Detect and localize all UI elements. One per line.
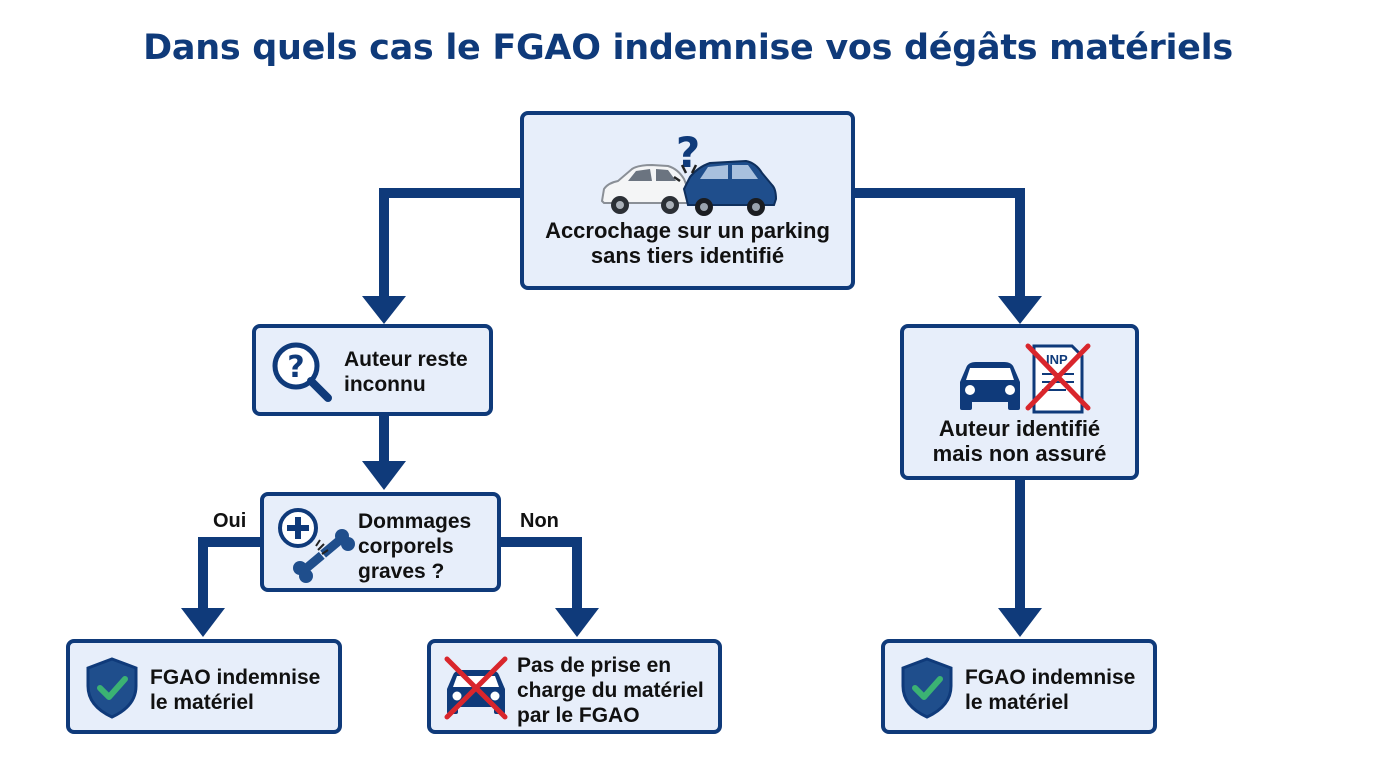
fgao-left-line-2: le matériel [150, 691, 254, 714]
arrowhead-unknown [362, 296, 406, 324]
magnifier-question-icon: ? [272, 342, 332, 402]
connector-root-unknown [379, 188, 522, 300]
connector-bodily-yes [198, 537, 262, 612]
svg-text:?: ? [676, 128, 700, 177]
root-line-2: sans tiers identifié [590, 243, 785, 268]
crossed-car-icon [444, 656, 508, 720]
identified-line-1: Auteur identifié [938, 416, 1101, 441]
no-cover-line-2: charge du matériel [517, 679, 704, 702]
unknown-line-2: inconnu [344, 373, 426, 396]
node-fgao-pays-left: FGAO indemnise le matériel [66, 639, 342, 734]
root-line-1: Accrochage sur un parking [545, 218, 830, 243]
node-serious-bodily-damage: Dommages corporels graves ? [260, 492, 501, 592]
fgao-left-line-1: FGAO indemnise [150, 666, 321, 689]
connector-root-identified [853, 188, 1025, 300]
arrowhead-fgao-right [998, 608, 1042, 637]
arrowhead-bodily [362, 461, 406, 490]
arrowhead-identified [998, 296, 1042, 324]
fgao-right-line-2: le matériel [965, 691, 1069, 714]
node-no-coverage: Pas de prise en charge du matériel par l… [427, 639, 722, 734]
unknown-line-1: Auteur reste [344, 348, 468, 371]
branch-label-yes: Oui [213, 510, 247, 532]
arrowhead-no [555, 608, 599, 637]
shield-check-icon [86, 657, 138, 719]
doc-label: INP [1046, 352, 1068, 367]
arrowhead-yes [181, 608, 225, 637]
bodily-line-2: corporels [358, 535, 454, 558]
node-author-unknown: ? Auteur reste inconnu [252, 324, 493, 416]
fgao-right-line-1: FGAO indemnise [965, 666, 1136, 689]
car-crossed-insurance-doc-icon: INP [960, 343, 1091, 414]
identified-line-2: mais non assuré [932, 441, 1107, 466]
connector-bodily-no [499, 537, 582, 612]
shield-check-icon [901, 657, 953, 719]
no-cover-line-1: Pas de prise en [517, 654, 672, 677]
no-cover-line-3: par le FGAO [517, 704, 640, 727]
bodily-line-3: graves ? [358, 560, 445, 583]
svg-text:?: ? [287, 350, 304, 385]
page-title: Dans quels cas le FGAO indemnise vos dég… [143, 28, 1233, 68]
node-fgao-pays-right: FGAO indemnise le matériel [881, 639, 1157, 734]
node-parking-collision: ? Accrochage sur un parking sans tiers i… [520, 111, 855, 290]
bodily-line-1: Dommages [358, 510, 472, 533]
car-collision-icon: ? [600, 128, 778, 216]
branch-label-no: Non [520, 510, 559, 532]
medical-broken-bone-icon [278, 508, 355, 583]
node-author-identified-uninsured: INP Auteur identifié mais non assuré [900, 324, 1139, 480]
